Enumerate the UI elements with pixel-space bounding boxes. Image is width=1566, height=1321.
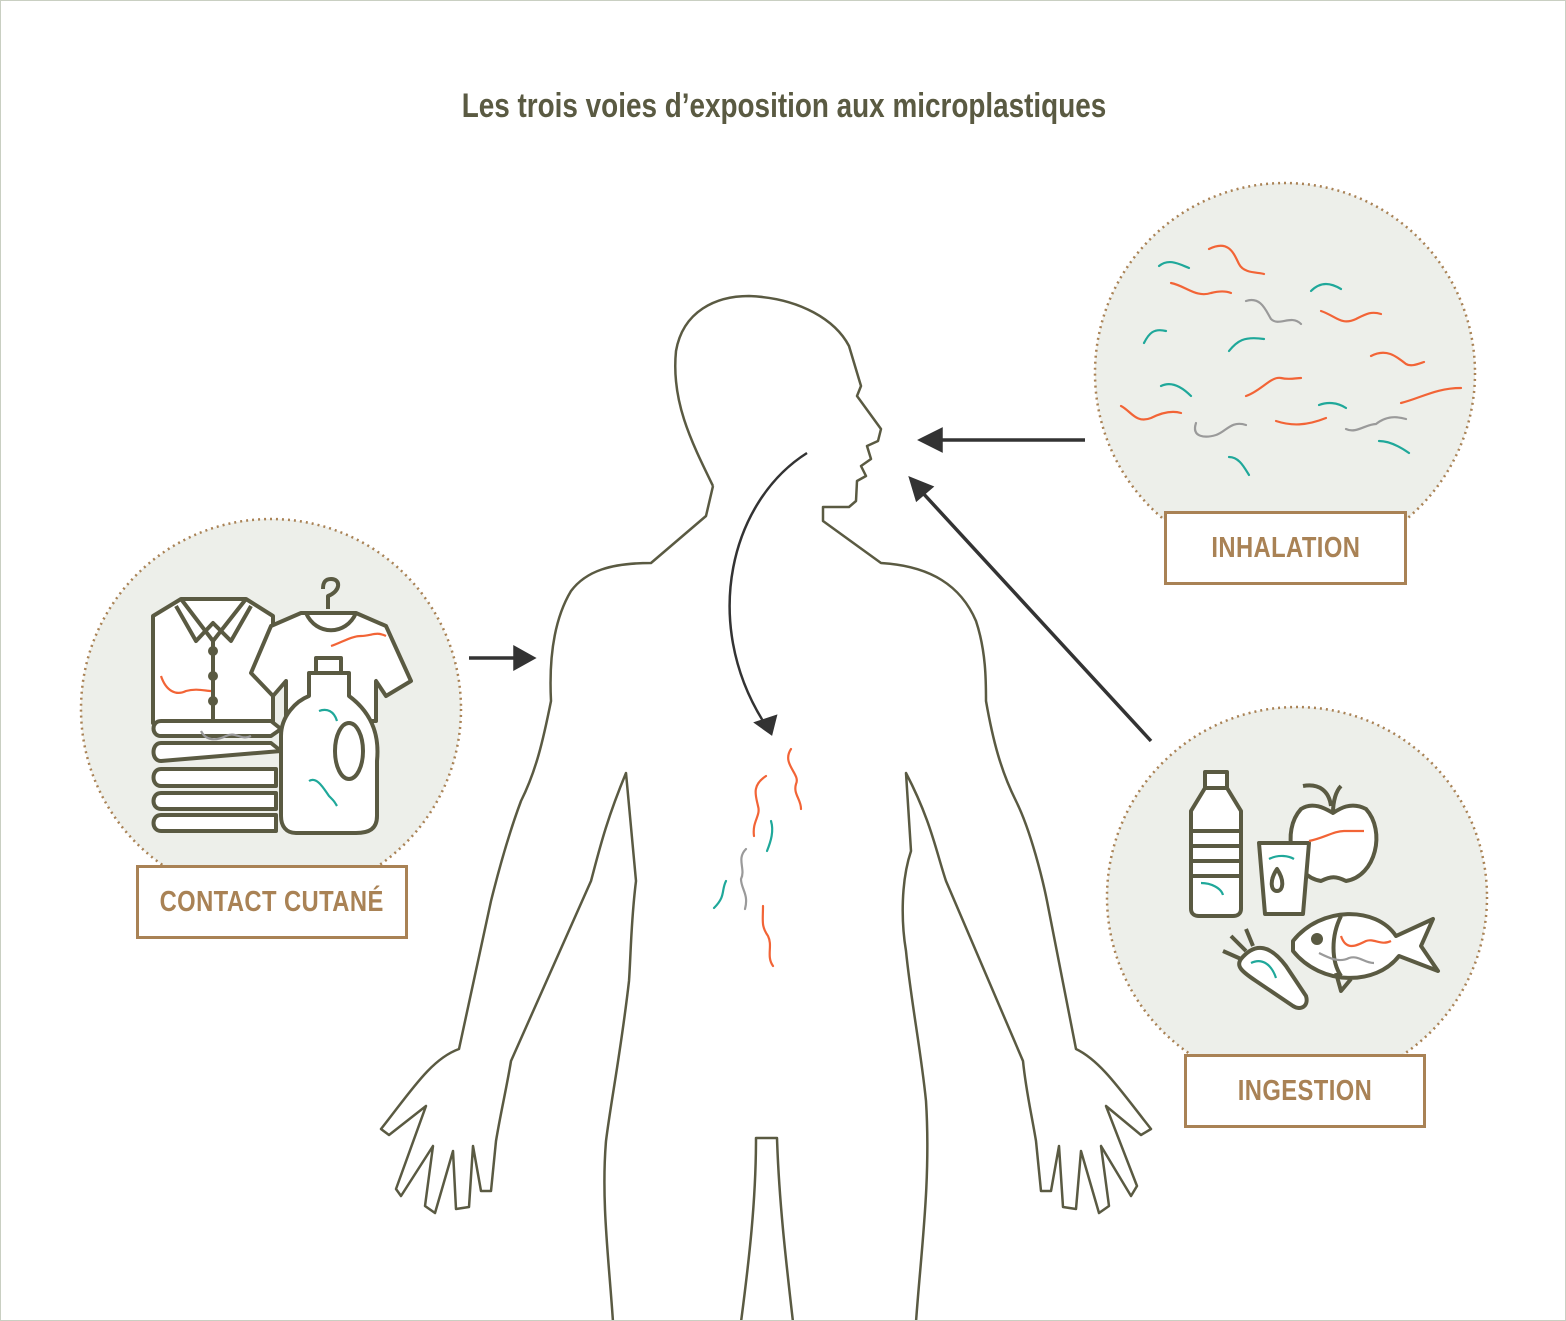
label-text: INGESTION bbox=[1237, 1074, 1373, 1107]
ingestion-microplastics bbox=[1200, 829, 1392, 979]
label-text: CONTACT CUTANÉ bbox=[159, 885, 385, 918]
contact-microplastics bbox=[159, 632, 387, 807]
arrows bbox=[469, 427, 1153, 743]
label-text: INHALATION bbox=[1211, 531, 1360, 564]
arrow-to-lungs bbox=[728, 451, 808, 722]
human-body-outline bbox=[379, 294, 1153, 1320]
label-contact-cutane: CONTACT CUTANÉ bbox=[136, 865, 408, 939]
page-title: Les trois voies d’exposition aux micropl… bbox=[461, 87, 1107, 125]
label-inhalation: INHALATION bbox=[1164, 511, 1407, 585]
inhalation-circle bbox=[1093, 181, 1477, 565]
label-ingestion: INGESTION bbox=[1184, 1054, 1426, 1128]
body-microplastics bbox=[712, 747, 803, 968]
arrow-ingestion bbox=[919, 489, 1153, 743]
clothes-detergent-icon bbox=[151, 577, 413, 835]
airborne-microplastics-icon bbox=[1119, 244, 1463, 477]
